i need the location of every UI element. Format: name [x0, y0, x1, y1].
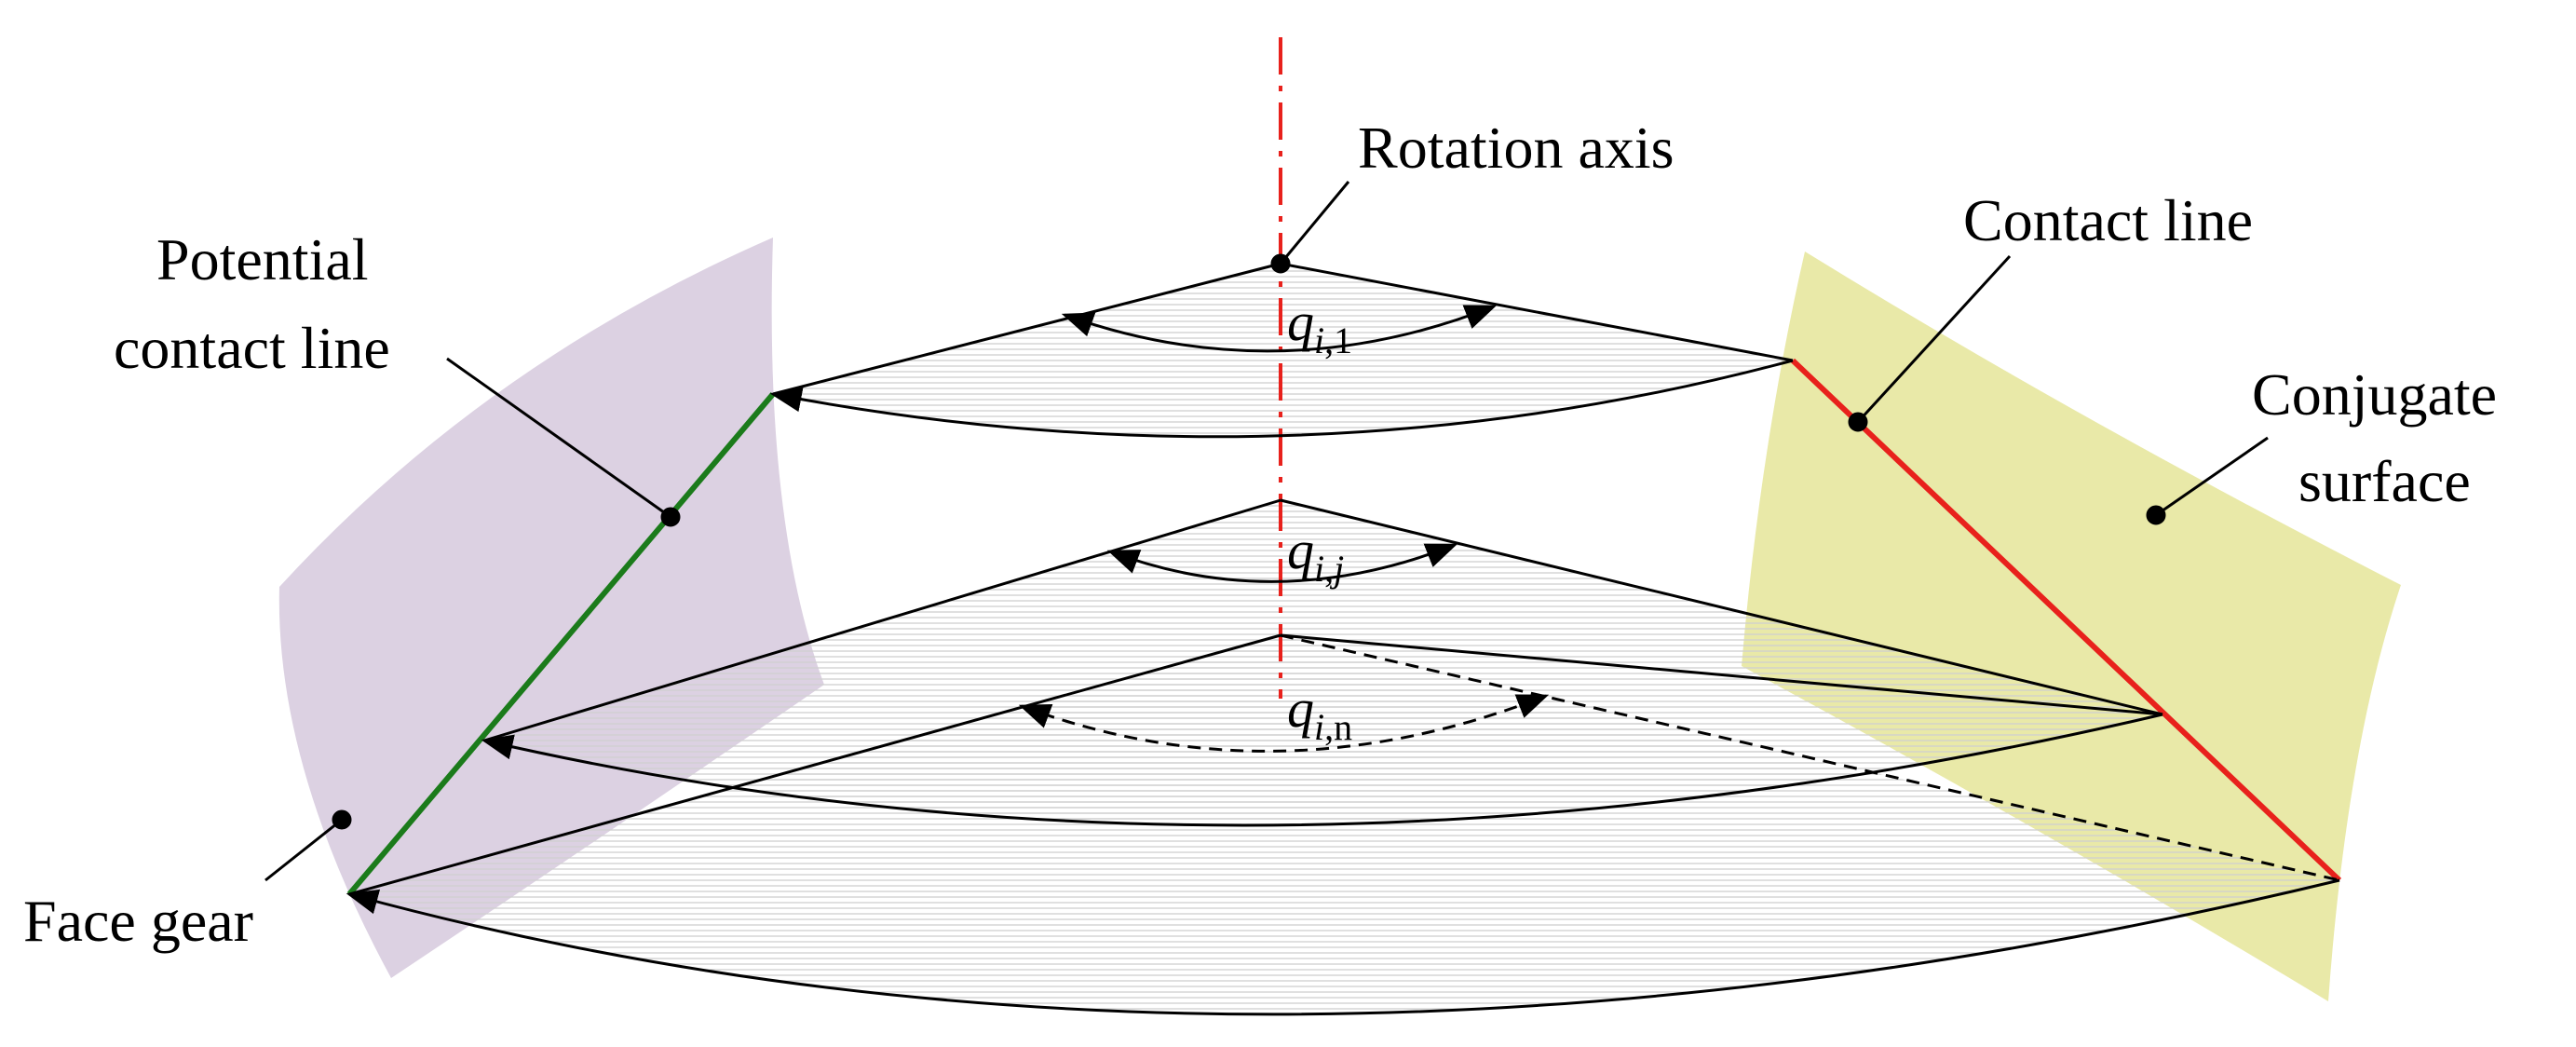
leader-lines: [264, 181, 2269, 882]
contact-line: [1790, 358, 2342, 883]
conjugate-surface-label-2: surface: [2298, 448, 2471, 514]
contact-line-label: Contact line: [1963, 187, 2253, 253]
conjugate-surface-label-1: Conjugate: [2252, 361, 2497, 428]
potential-contact-line-label-2: contact line: [114, 315, 390, 381]
bottom-sector: [346, 633, 2340, 1016]
top-sector: [769, 262, 1794, 439]
angle-label-middle: qi,j: [1287, 520, 1344, 590]
potential-contact-line-label-1: Potential: [156, 226, 369, 292]
face-gear-surface: [278, 238, 824, 978]
angle-label-first: qi,1: [1287, 292, 1352, 361]
rotation-axis-label: Rotation axis: [1358, 115, 1674, 181]
face-gear-label: Face gear: [23, 888, 253, 954]
potential-contact-line: [346, 392, 776, 896]
middle-sector: [481, 498, 2163, 827]
angle-label-last: qi,n: [1287, 678, 1352, 748]
